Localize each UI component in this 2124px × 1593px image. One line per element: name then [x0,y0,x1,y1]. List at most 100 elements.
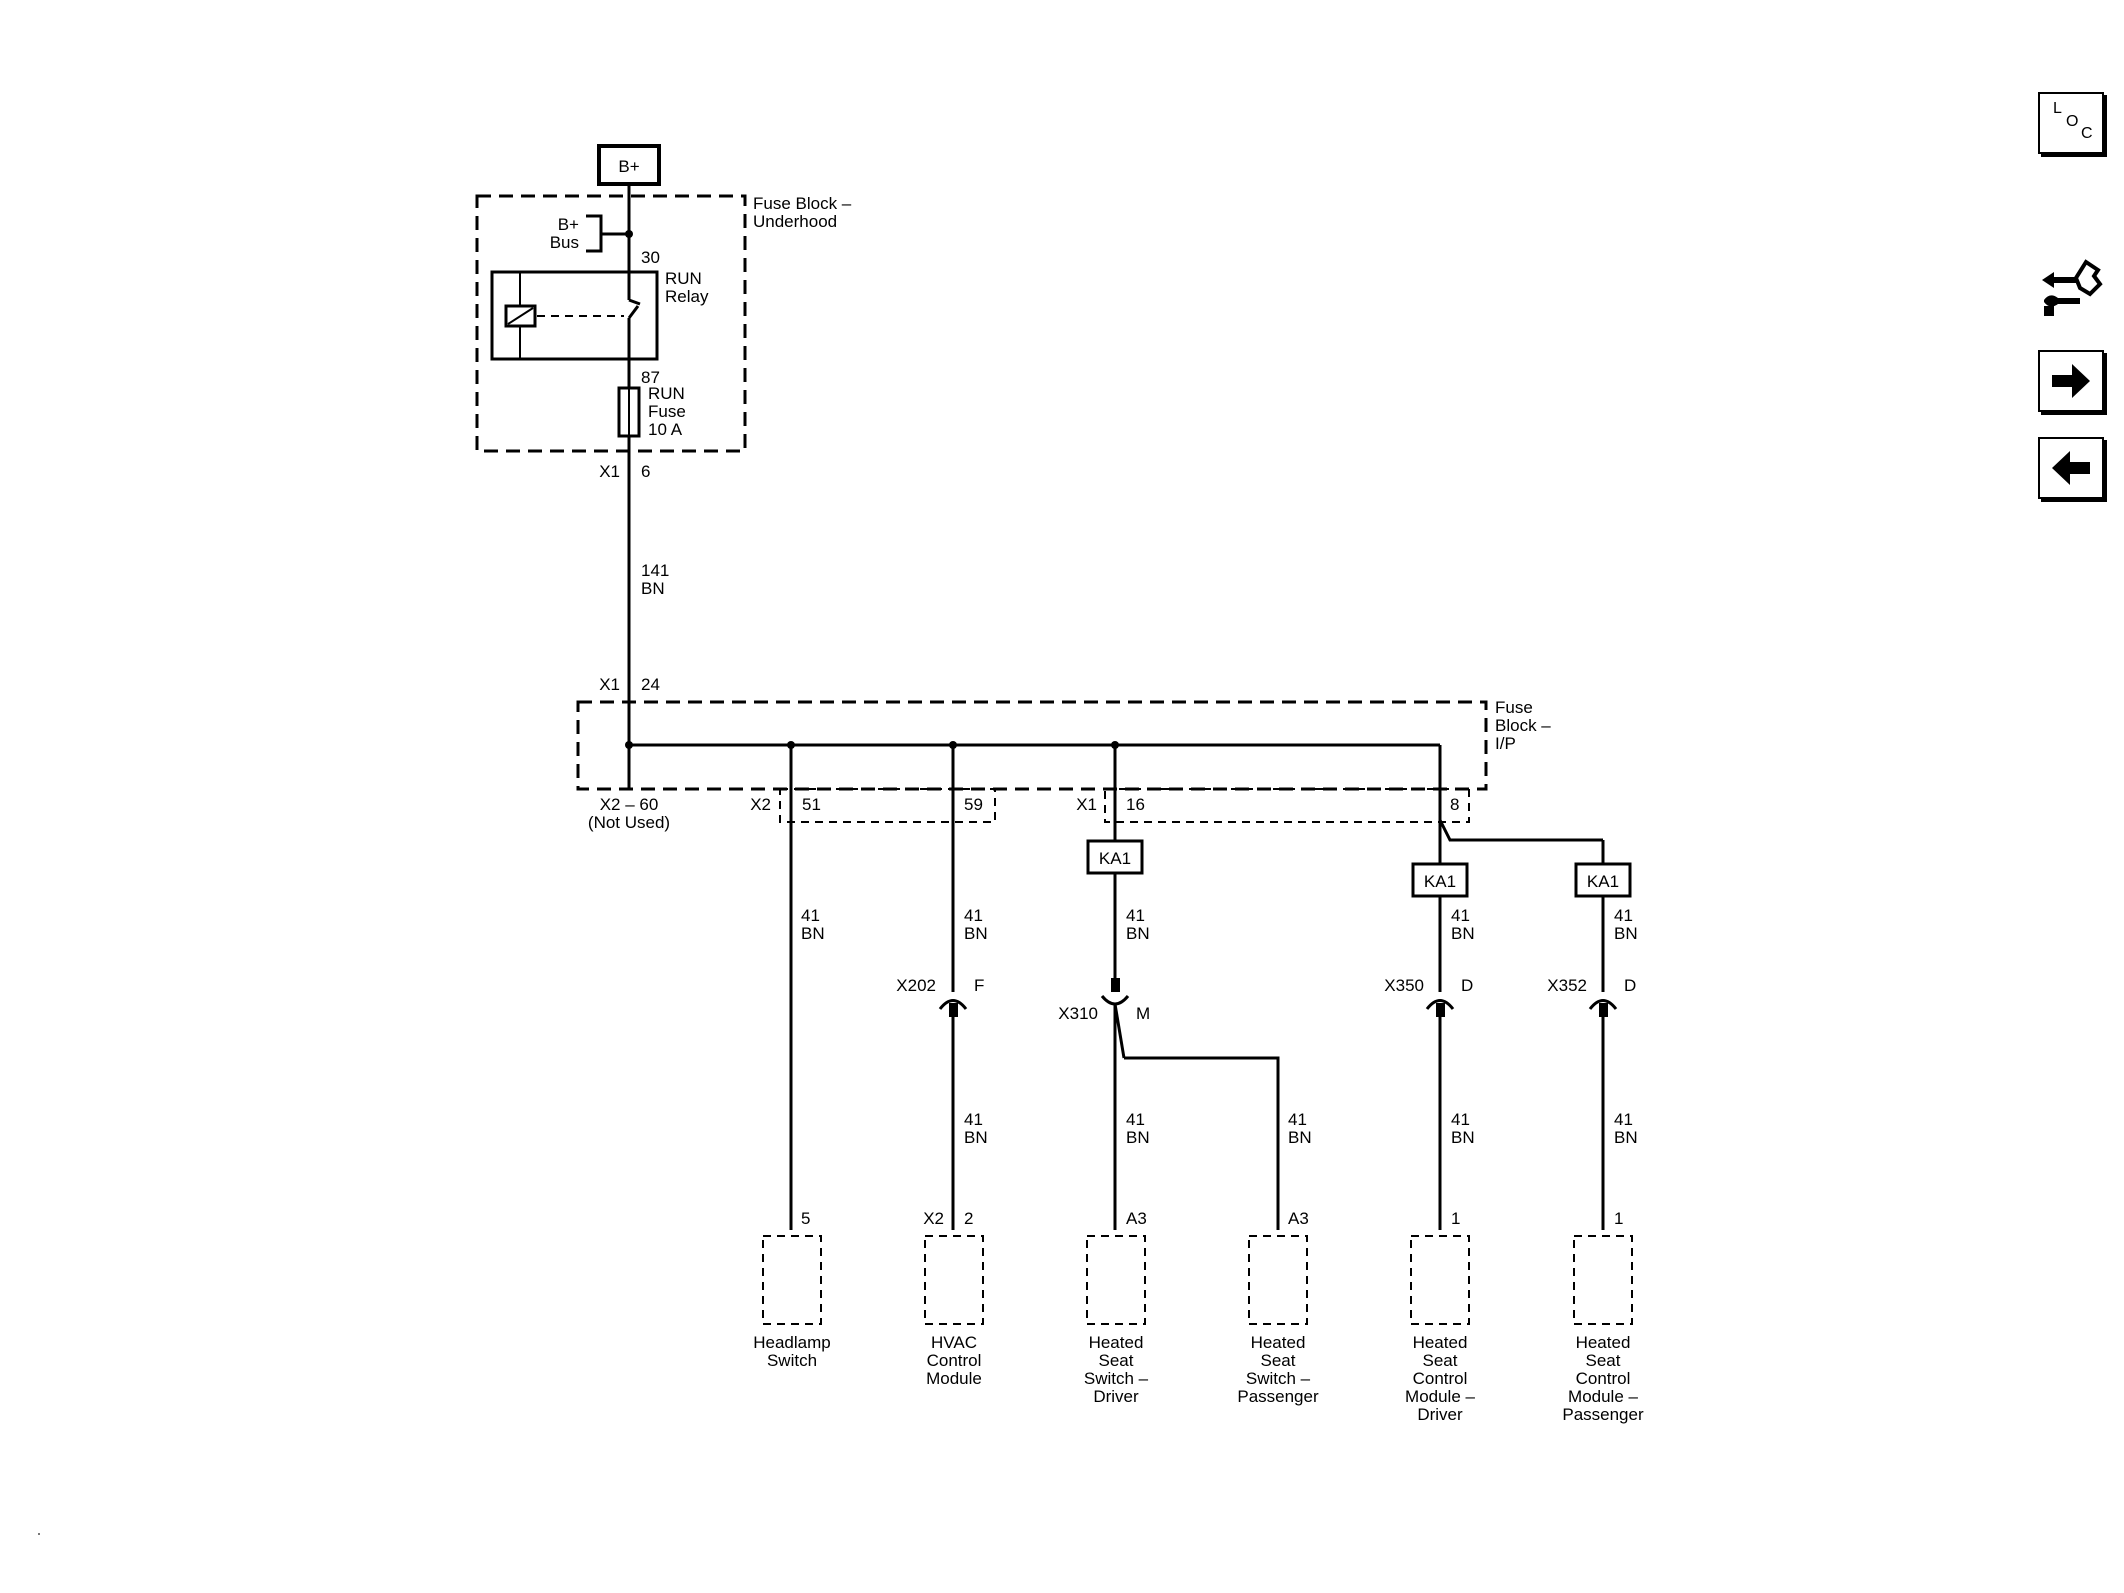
component-name-line: HVAC [931,1333,977,1352]
component-heated-seat-switch-passenger: A3 Heated Seat Switch – Passenger [1237,1209,1319,1406]
ip-unused-label-2: (Not Used) [588,813,670,832]
x352-pin: D [1624,976,1636,995]
ip-x2-pin-51: 51 [802,795,821,814]
wire-color-hvac-upper: BN [964,924,988,943]
component-name-line: Control [1413,1369,1468,1388]
component-pin: 2 [964,1209,973,1228]
x350-name: X350 [1384,976,1424,995]
component-name-line: Switch – [1084,1369,1149,1388]
x350-connector-symbol [1425,999,1455,1010]
component-name-line: Module – [1568,1387,1638,1406]
wire-color-module-passenger-lower: BN [1614,1128,1638,1147]
wire-color-seat-switch-passenger: BN [1288,1128,1312,1147]
bplus-bus-label-1: B+ [558,215,579,234]
x352-connector-symbol [1588,999,1618,1010]
component-pin: A3 [1126,1209,1147,1228]
fuse-block-ip-title-1: Fuse [1495,698,1533,717]
wire-color-module-driver-upper: BN [1451,924,1475,943]
arrow-right-icon [2052,364,2090,398]
component-name-line: Switch – [1246,1369,1311,1388]
component-name-line: Headlamp [753,1333,831,1352]
component-heated-seat-control-module-driver: 1 Heated Seat Control Module – Driver [1405,1209,1475,1424]
loc-icon-letter-c: C [2081,125,2093,142]
ip-x1-pin-8: 8 [1450,795,1459,814]
splice-ka1-module-passenger-label: KA1 [1587,872,1619,891]
component-pin: A3 [1288,1209,1309,1228]
main-wire-circuit: 141 [641,561,669,580]
run-relay-label-2: Relay [665,287,709,306]
fuse-block-ip-outline [576,700,1488,791]
ip-x1-pin-16: 16 [1126,795,1145,814]
component-name-line: Heated [1413,1333,1468,1352]
fuse-block-underhood-title-2: Underhood [753,212,837,231]
bplus-bus-label-2: Bus [550,233,579,252]
wire-color-module-driver-lower: BN [1451,1128,1475,1147]
ip-x1-connector: X1 [1076,795,1097,814]
wire-circuit-module-passenger-upper: 41 [1614,906,1633,925]
component-name-line: Seat [1261,1351,1296,1370]
next-page-button[interactable] [2038,350,2104,412]
component-name-line: Seat [1423,1351,1458,1370]
x352-name: X352 [1547,976,1587,995]
underhood-connector: X1 [599,462,620,481]
fuse-block-underhood-outline [475,194,747,453]
wire-circuit-seat-switch-passenger: 41 [1288,1110,1307,1129]
previous-page-button[interactable] [2038,437,2104,499]
x310-pin: M [1136,1004,1150,1023]
component-pin: 5 [801,1209,810,1228]
run-fuse-label-2: Fuse [648,402,686,421]
x202-name: X202 [896,976,936,995]
ip-x2-pin-59: 59 [964,795,983,814]
component-name-line: Control [927,1351,982,1370]
splice-ka1-switches-label: KA1 [1099,849,1131,868]
component-name-line: Passenger [1237,1387,1319,1406]
arrow-left-icon [2052,451,2090,485]
wire-circuit-hvac-upper: 41 [964,906,983,925]
x202-pin: F [974,976,984,995]
stray-dot [38,1533,40,1535]
ip-x2-connector: X2 [750,795,771,814]
fuse-block-ip-title-3: I/P [1495,734,1516,753]
x350-pin: D [1461,976,1473,995]
x310-name: X310 [1058,1004,1098,1023]
ip-unused-label-1: X2 – 60 [600,795,659,814]
component-location-tool-icon [2042,259,2103,316]
fuse-block-underhood-title-1: Fuse Block – [753,194,852,213]
component-name-line: Passenger [1562,1405,1644,1424]
component-name-line: Module – [1405,1387,1475,1406]
component-location-button[interactable] [2036,254,2108,326]
loc-icon-letter-o: O [2066,113,2079,130]
wire-circuit-module-driver-lower: 41 [1451,1110,1470,1129]
relay-pin-87: 87 [641,368,660,387]
component-name-line: Heated [1089,1333,1144,1352]
wire-color-seat-switch-driver: BN [1126,1128,1150,1147]
component-name-line: Module [926,1369,982,1388]
wire-circuit-hvac-lower: 41 [964,1110,983,1129]
run-relay-label-1: RUN [665,269,702,288]
wire-color-seat-switch-upper: BN [1126,924,1150,943]
splice-ka1-module-driver-label: KA1 [1424,872,1456,891]
wire-circuit-module-passenger-lower: 41 [1614,1110,1633,1129]
component-name-line: Driver [1417,1405,1463,1424]
loc-button[interactable]: L O C [2038,92,2104,154]
run-relay [490,270,659,361]
component-pin: 1 [1451,1209,1460,1228]
relay-pin-30: 30 [641,248,660,267]
component-pin-prefix: X2 [923,1209,944,1228]
wire-color-module-passenger-upper: BN [1614,924,1638,943]
main-wire-color: BN [641,579,665,598]
run-fuse-label-1: RUN [648,384,685,403]
wire-color-hvac-lower: BN [964,1128,988,1147]
wire-circuit-headlamp: 41 [801,906,820,925]
component-name-line: Driver [1093,1387,1139,1406]
splice-ka1-switches [1086,839,1144,875]
ip-input-pin: 24 [641,675,660,694]
component-heated-seat-control-module-passenger: 1 Heated Seat Control Module – Passenger [1562,1209,1644,1424]
wire-circuit-seat-switch-upper: 41 [1126,906,1145,925]
ip-x2-connector-outline [779,788,996,823]
component-name-line: Heated [1576,1333,1631,1352]
component-name-line: Control [1576,1369,1631,1388]
component-headlamp-switch: 5 Headlamp Switch [753,1209,831,1370]
splice-ka1-module-driver [1411,862,1469,898]
